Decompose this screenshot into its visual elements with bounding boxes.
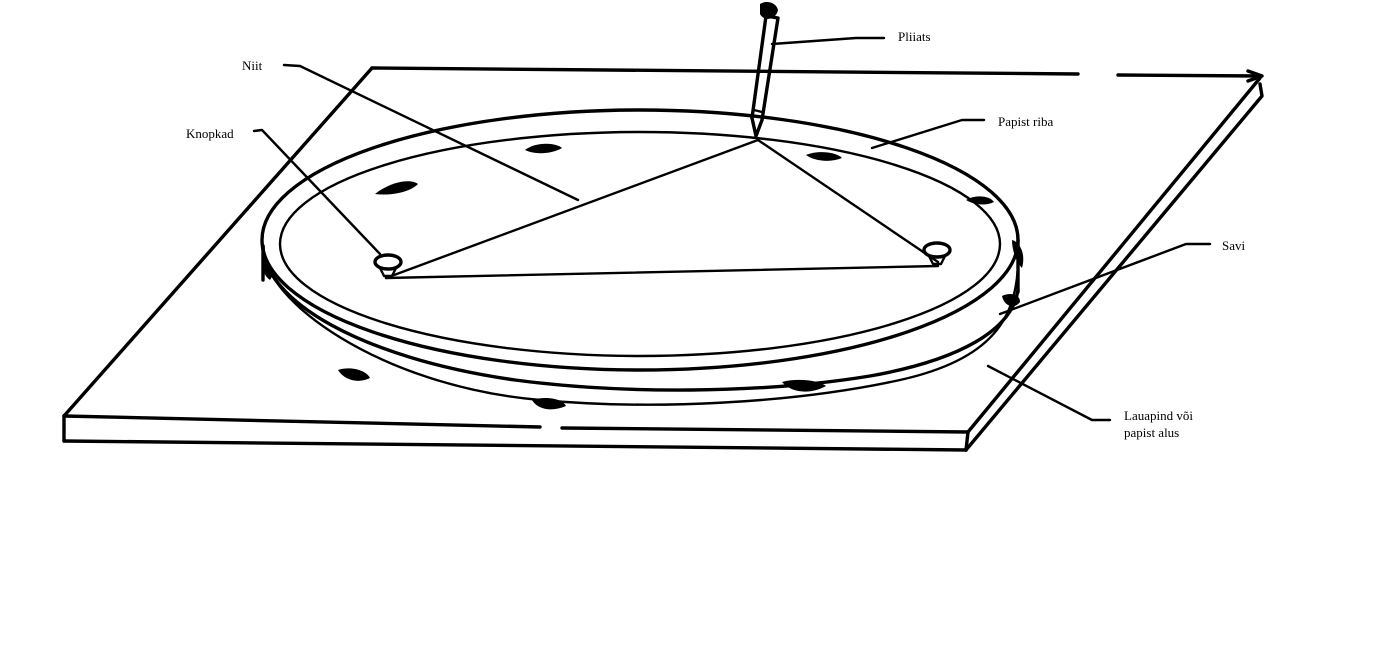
pencil-label: Pliiats xyxy=(898,29,931,44)
base-label-line2: papist alus xyxy=(1124,425,1180,440)
thread-label: Niit xyxy=(242,58,263,73)
base-label-line1: Lauapind või xyxy=(1124,408,1193,423)
thread-triangle xyxy=(384,138,940,280)
leader-lines xyxy=(252,36,1212,422)
pins-label: Knopkad xyxy=(186,126,234,141)
paper-strip-label: Papist riba xyxy=(998,114,1054,129)
clay-blobs xyxy=(261,143,1024,410)
pencil-icon xyxy=(750,2,780,138)
pin-right-icon xyxy=(922,241,952,259)
pin-left-icon xyxy=(373,253,403,271)
base-board xyxy=(62,66,1264,452)
paper-strip-ring xyxy=(260,108,1020,406)
clay-label: Savi xyxy=(1222,238,1246,253)
